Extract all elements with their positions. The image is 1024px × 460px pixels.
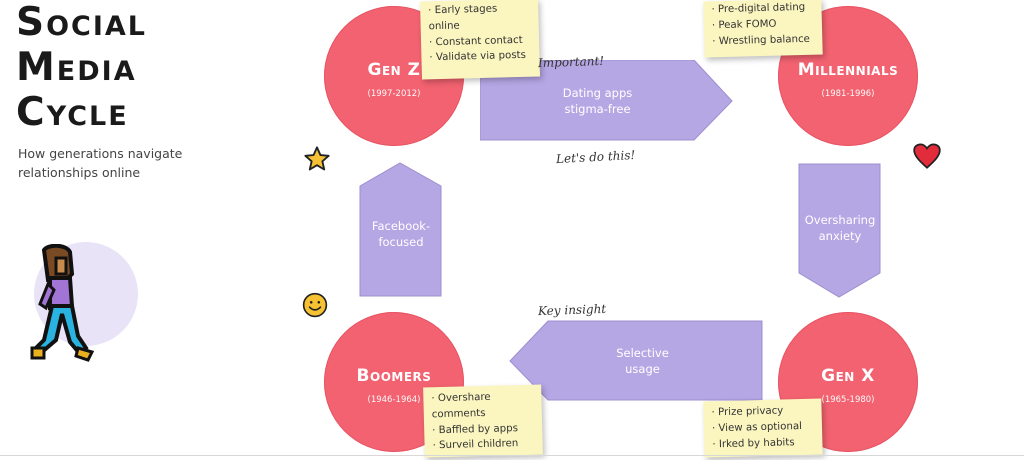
arrow-left bbox=[359, 162, 442, 297]
boomers-name: Boomers bbox=[356, 366, 432, 386]
arrow-bottom-label-line2: usage bbox=[625, 362, 660, 376]
note-millennials: Pre-digital dating Peak FOMO Wrestling b… bbox=[703, 0, 823, 58]
arrow-left-label-line1: Facebook- bbox=[371, 219, 431, 233]
arrow-top-label-line2: stigma-free bbox=[564, 102, 631, 116]
heart-icon bbox=[913, 143, 941, 169]
list-item: Surveil children bbox=[432, 436, 534, 454]
person-walking-icon bbox=[30, 244, 95, 362]
page-title: Social Media Cycle bbox=[16, 0, 147, 135]
annotation-important: Important! bbox=[537, 53, 605, 71]
annotation-key-insight: Key insight bbox=[537, 301, 607, 319]
title-line-3: Cycle bbox=[16, 90, 129, 135]
list-item: Irked by habits bbox=[712, 434, 814, 452]
list-item: Overshare comments bbox=[431, 389, 534, 423]
star-icon bbox=[304, 146, 330, 171]
divider bbox=[0, 455, 1024, 456]
arrow-left-label: Facebook- focused bbox=[359, 218, 443, 250]
arrow-bottom-label-line1: Selective bbox=[616, 346, 669, 360]
arrow-right-label-line2: anxiety bbox=[818, 229, 862, 243]
arrow-right bbox=[798, 163, 881, 298]
boomers-years: (1946-1964) bbox=[367, 395, 421, 405]
millennials-years: (1981-1996) bbox=[821, 89, 875, 99]
subtitle: How generations navigate relationships o… bbox=[18, 146, 183, 180]
millennials-name: Millennials bbox=[797, 60, 899, 80]
title-line-1: Social bbox=[16, 0, 148, 45]
arrow-top bbox=[480, 60, 733, 141]
list-item: Wrestling balance bbox=[712, 31, 814, 49]
arrow-right-label-line1: Oversharing bbox=[804, 213, 876, 227]
arrow-top-label-line1: Dating apps bbox=[562, 86, 633, 100]
gen-x-years: (1965-1980) bbox=[821, 395, 875, 405]
note-gen-z: Early stages online Constant contact Val… bbox=[419, 0, 541, 80]
gen-z-years: (1997-2012) bbox=[367, 89, 421, 99]
list-item: View as optional bbox=[712, 418, 814, 436]
note-boomers: Overshare comments Baffled by apps Surve… bbox=[423, 384, 543, 458]
gen-z-name: Gen Z bbox=[367, 60, 421, 80]
list-item: Early stages online bbox=[428, 1, 531, 35]
note-gen-x: Prize privacy View as optional Irked by … bbox=[703, 398, 823, 458]
list-item: Validate via posts bbox=[429, 48, 531, 66]
arrow-left-label-line2: focused bbox=[378, 235, 424, 249]
annotation-lets-do-this: Let's do this! bbox=[555, 147, 636, 167]
title-line-2: Media bbox=[16, 45, 137, 90]
arrow-top-label: Dating apps stigma-free bbox=[500, 85, 695, 117]
arrow-bottom bbox=[509, 320, 763, 401]
arrow-right-label: Oversharing anxiety bbox=[798, 212, 882, 244]
smiley-icon bbox=[302, 292, 328, 318]
circle-boomers: Boomers (1946-1964) bbox=[324, 312, 464, 452]
gen-x-name: Gen X bbox=[821, 366, 875, 386]
list-item: Pre-digital dating bbox=[711, 0, 813, 18]
arrow-bottom-label: Selective usage bbox=[560, 345, 725, 377]
